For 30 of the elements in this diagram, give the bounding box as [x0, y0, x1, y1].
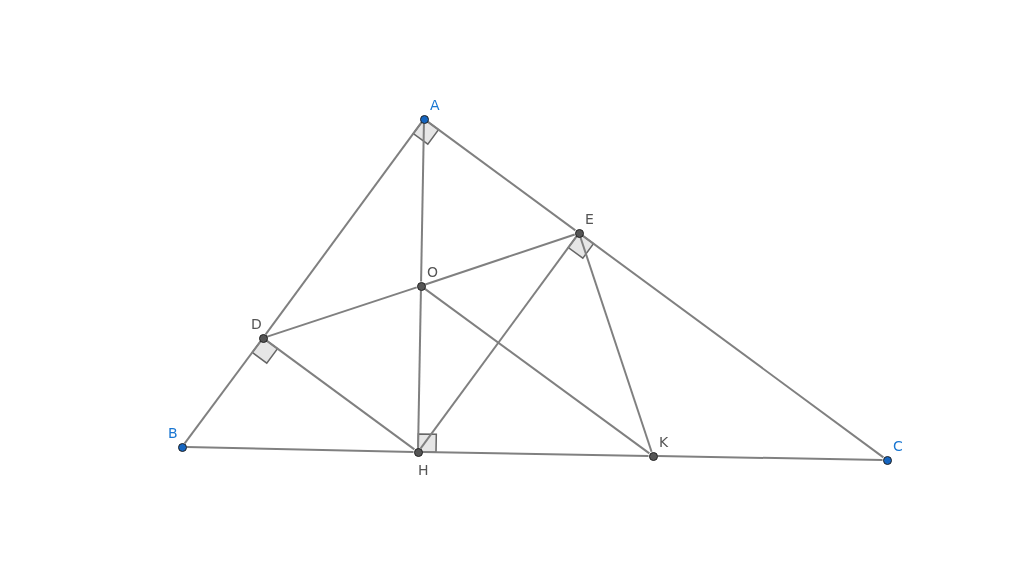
- labeled-point: [648, 434, 671, 461]
- line-segment: [266, 286, 418, 338]
- labeled-point: [419, 97, 442, 124]
- line-segment: [183, 340, 262, 445]
- line-segment: [421, 451, 650, 457]
- labeled-point: [168, 425, 187, 452]
- line-segment: [426, 120, 577, 232]
- line-segment: [419, 235, 578, 450]
- point-label: K: [659, 434, 669, 450]
- line-segment: [420, 122, 425, 283]
- point-label: O: [427, 264, 439, 280]
- labeled-point: [882, 438, 905, 465]
- line-segment: [264, 121, 423, 336]
- line-segment: [265, 339, 416, 451]
- line-segment: [417, 289, 422, 449]
- line-segment: [424, 233, 576, 286]
- point-label: A: [430, 97, 440, 113]
- line-segment: [656, 455, 884, 461]
- point-label: H: [418, 462, 429, 478]
- line-segment: [185, 446, 415, 453]
- line-segment: [423, 287, 651, 455]
- line-segment: [579, 236, 653, 453]
- line-segment: [581, 234, 885, 459]
- point-label: E: [585, 211, 594, 227]
- point-label: B: [168, 425, 178, 441]
- point-label: D: [251, 316, 262, 332]
- labeled-point: [251, 316, 268, 343]
- labeled-point: [413, 447, 430, 478]
- labeled-point: [416, 264, 439, 291]
- point-label: C: [893, 438, 903, 454]
